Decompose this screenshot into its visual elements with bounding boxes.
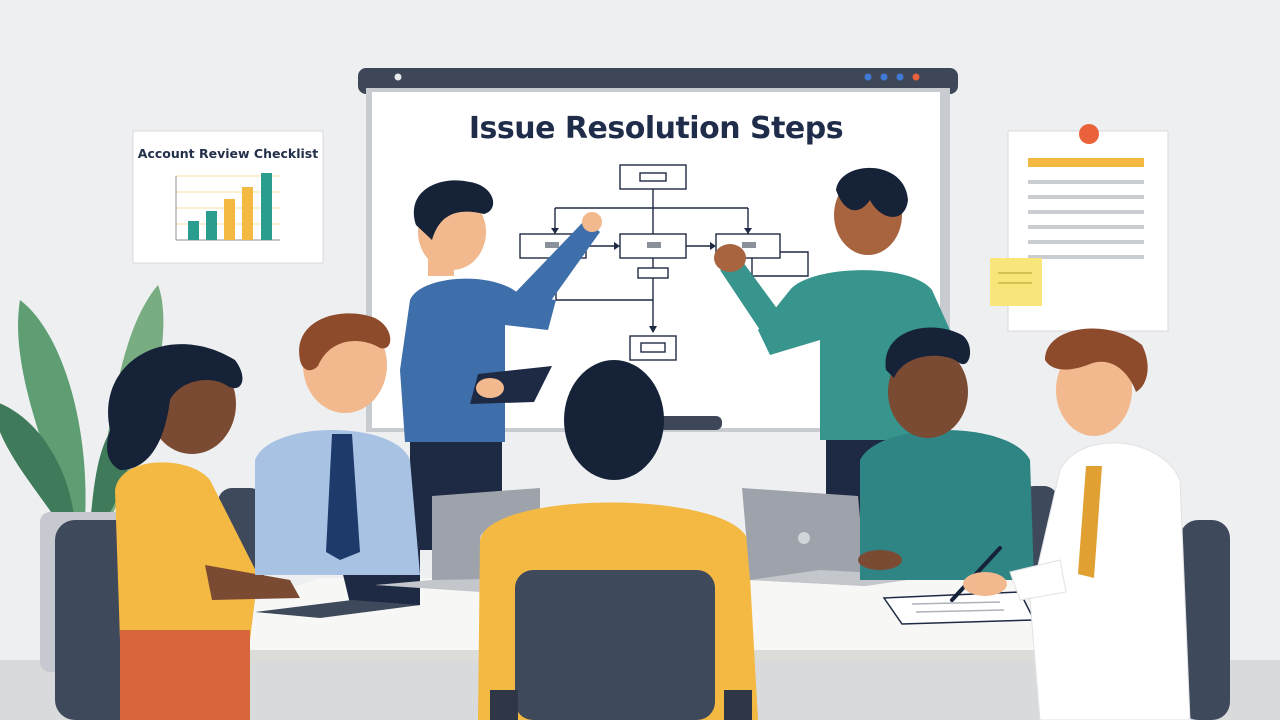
presenter-hair bbox=[836, 167, 908, 217]
person-shirt bbox=[860, 430, 1034, 580]
notebook-line bbox=[911, 601, 1001, 605]
arrowhead-icon bbox=[614, 242, 620, 250]
document-line bbox=[1028, 210, 1144, 214]
flow-node bbox=[619, 164, 687, 190]
laptop-base bbox=[255, 600, 420, 618]
presenter-hand bbox=[476, 378, 504, 398]
flow-node-mark bbox=[742, 242, 756, 248]
presenter-arm bbox=[720, 258, 784, 330]
arrowhead-icon bbox=[551, 228, 559, 234]
presenter-hair bbox=[413, 180, 494, 240]
person-hair bbox=[885, 327, 971, 378]
poster-bar bbox=[224, 199, 235, 240]
flow-node-mark bbox=[545, 242, 559, 248]
arrowhead-icon bbox=[649, 326, 657, 333]
laptop bbox=[742, 488, 935, 586]
document-line bbox=[1028, 255, 1144, 259]
presenter-arm bbox=[512, 220, 600, 316]
document-header-bar bbox=[1028, 158, 1144, 167]
document-line bbox=[1028, 240, 1144, 244]
person-hair bbox=[1045, 328, 1148, 392]
flow-arrowheads bbox=[551, 228, 752, 333]
sticky-note-line bbox=[998, 282, 1032, 284]
person-arm bbox=[1009, 559, 1067, 601]
document-line bbox=[1028, 195, 1144, 199]
arrowhead-icon bbox=[710, 242, 716, 250]
poster-paper bbox=[132, 130, 324, 264]
document-line bbox=[1028, 225, 1144, 229]
person-head bbox=[564, 360, 664, 480]
blue-dot-icon bbox=[880, 73, 888, 81]
seated-man-teal bbox=[858, 327, 1034, 580]
chair bbox=[1180, 520, 1230, 720]
laptop-logo-icon bbox=[798, 532, 810, 544]
poster-bar bbox=[242, 187, 253, 240]
person-pants bbox=[120, 630, 250, 720]
poster-bar bbox=[206, 211, 217, 240]
orange-dot-icon bbox=[912, 73, 920, 81]
seated-man-blue bbox=[255, 313, 420, 575]
seated-woman bbox=[55, 344, 300, 720]
flow-node-small bbox=[637, 267, 669, 279]
pin-icon bbox=[1079, 124, 1099, 144]
poster-bar bbox=[261, 173, 272, 240]
chair bbox=[515, 570, 715, 720]
poster-bar bbox=[188, 221, 199, 240]
wall-document bbox=[990, 124, 1169, 332]
person-face bbox=[888, 346, 968, 438]
notebook-line bbox=[915, 609, 1005, 613]
wall-chart-poster bbox=[132, 130, 324, 264]
necktie bbox=[1078, 466, 1102, 578]
presenter-hand bbox=[582, 212, 602, 232]
seated-man-right bbox=[963, 328, 1230, 720]
person-hair bbox=[299, 313, 391, 371]
flow-node bbox=[629, 335, 677, 361]
necktie bbox=[326, 434, 360, 560]
wall-chart-title: Account Review Checklist bbox=[137, 146, 319, 161]
board-dot-icon bbox=[394, 73, 402, 81]
blue-dot-icon bbox=[864, 73, 872, 81]
plant-leaf bbox=[18, 300, 86, 520]
whiteboard-top-frame bbox=[358, 68, 958, 94]
chair-leg bbox=[490, 690, 518, 720]
person-shirt bbox=[1029, 442, 1191, 720]
blue-dot-icon bbox=[896, 73, 904, 81]
person-arm bbox=[205, 565, 300, 600]
whiteboard-title: Issue Resolution Steps bbox=[468, 111, 844, 146]
plant-leaf bbox=[0, 403, 75, 525]
flow-node-inner bbox=[639, 172, 667, 182]
flow-loop bbox=[751, 251, 809, 277]
notebook-paper bbox=[882, 591, 1036, 625]
flow-node-mark bbox=[647, 242, 661, 248]
presenter-left bbox=[400, 180, 602, 550]
arrowhead-icon bbox=[744, 228, 752, 234]
flow-node-inner bbox=[640, 342, 666, 353]
person-hair bbox=[107, 344, 243, 470]
person-hand bbox=[963, 572, 1007, 596]
person-hand bbox=[858, 550, 902, 570]
presenter-shirt bbox=[400, 278, 556, 442]
chair-leg bbox=[724, 690, 752, 720]
sticky-note-line bbox=[998, 272, 1032, 274]
document-line bbox=[1028, 180, 1144, 184]
seated-person-center bbox=[478, 360, 758, 720]
presenter-hand bbox=[714, 244, 746, 272]
